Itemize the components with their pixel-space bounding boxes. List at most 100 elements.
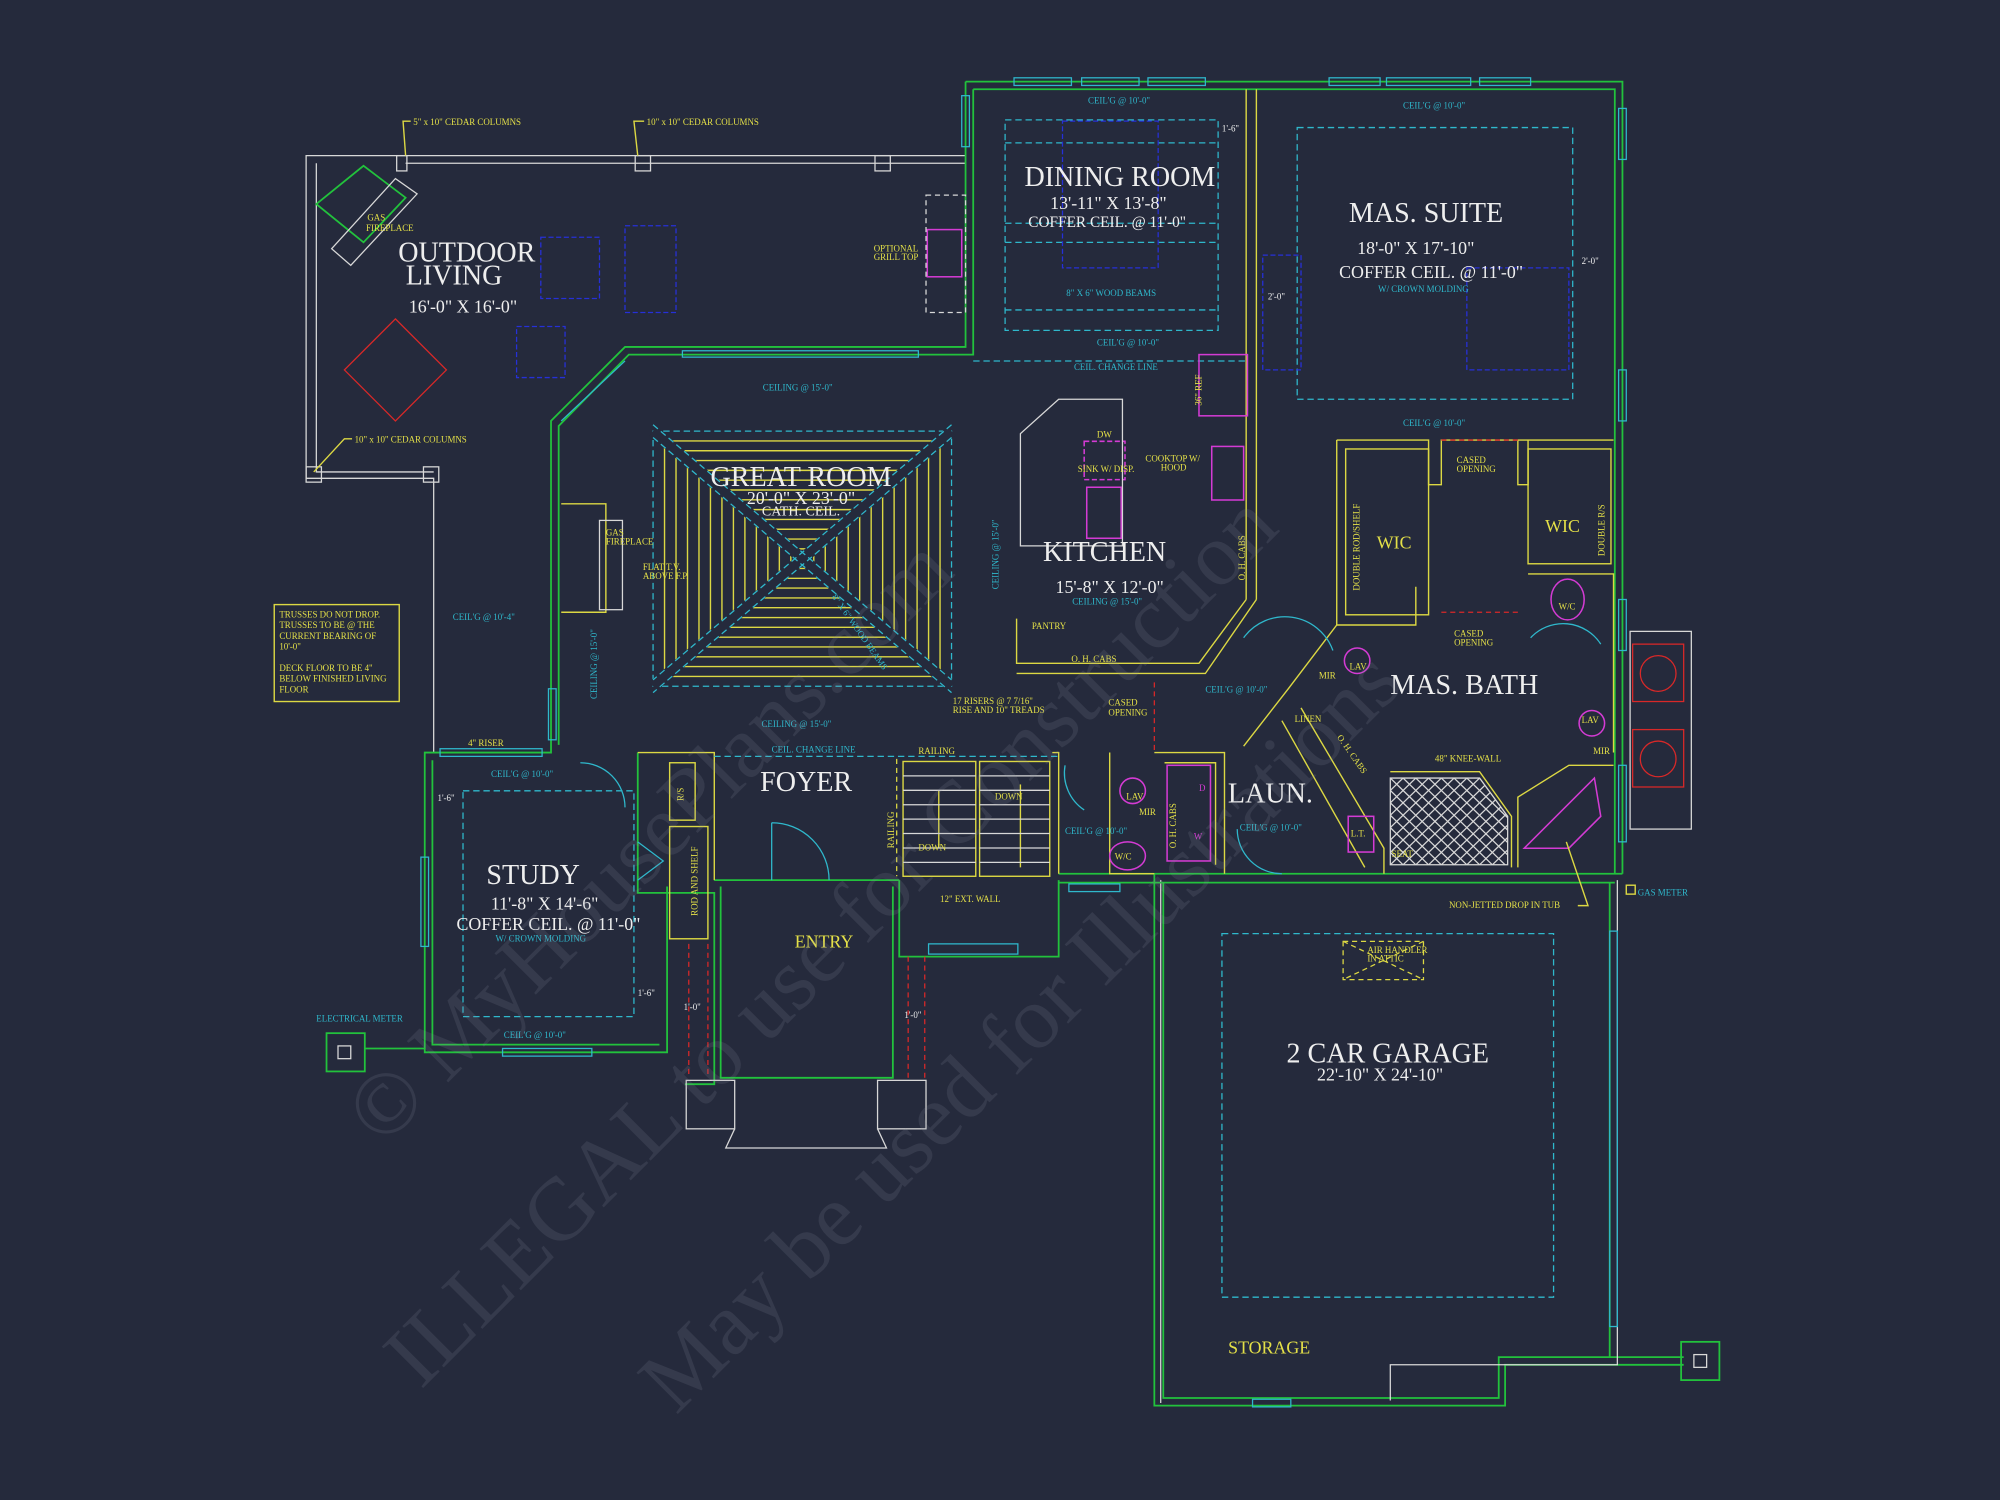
- room-ceiling: CEILING @ 15'-0": [1072, 597, 1142, 607]
- trusses-note: TRUSSES DO NOT DROP.TRUSSES TO BE @ THEC…: [279, 609, 387, 694]
- note: MIR: [1593, 746, 1610, 756]
- tile-line: [1453, 778, 1508, 865]
- trusses-note-line: TRUSSES DO NOT DROP.: [279, 609, 380, 619]
- dimension: 2'-0": [1582, 256, 1599, 266]
- note: DW: [1097, 430, 1112, 440]
- note: W/C: [1559, 602, 1576, 612]
- dimension: 1'-6": [438, 793, 455, 803]
- note: CEILING @ 15'-0": [991, 519, 1001, 589]
- gas-meter-label: GAS METER: [1638, 887, 1688, 897]
- trusses-note-line: TRUSSES TO BE @ THE: [279, 620, 374, 630]
- tile-line: [1390, 778, 1430, 865]
- note: W: [1194, 831, 1203, 841]
- note: CASED: [1454, 628, 1484, 638]
- note: IN ATTIC: [1367, 954, 1403, 964]
- tile-line: [1479, 778, 1508, 865]
- note: FIREPLACE: [366, 223, 414, 233]
- tile-line: [1390, 778, 1417, 865]
- tile-line: [1390, 778, 1455, 865]
- room-name-wic: WIC: [1545, 516, 1580, 536]
- note: COOKTOP W/: [1145, 454, 1200, 464]
- note: CEIL. CHANGE LINE: [1074, 362, 1158, 372]
- note: RAILING: [886, 811, 896, 848]
- note: 4" RISER: [468, 738, 504, 748]
- note: CEIL. CHANGE LINE: [772, 745, 856, 755]
- room-name-entry: ENTRY: [795, 932, 854, 952]
- note: CEIL'G @ 10'-0": [1088, 95, 1150, 105]
- note: SEAT: [1392, 849, 1414, 859]
- diagonal-beam: [649, 426, 956, 691]
- note: DOWN: [918, 843, 946, 853]
- note: L.T.: [1351, 829, 1366, 839]
- room-note: W/ CROWN MOLDING: [1378, 284, 1469, 294]
- note: 17 RISERS @ 7 7/16": [953, 696, 1033, 706]
- trusses-note-line: 10'-0": [279, 641, 301, 651]
- tile-line: [1402, 778, 1493, 865]
- note: ABOVE F.P.: [643, 571, 689, 581]
- note: LAV: [1582, 715, 1600, 725]
- note: 36" REF: [1194, 374, 1204, 405]
- note: ROD AND SHELF: [690, 846, 700, 915]
- note: R/S: [676, 788, 686, 801]
- room-ceiling: COFFER CEIL. @ 11'-0": [457, 914, 641, 934]
- note: CEIL'G @ 10'-0": [1097, 338, 1159, 348]
- fixtures: [314, 120, 1692, 1149]
- tile-line: [1466, 778, 1508, 865]
- note: GAS: [606, 528, 624, 538]
- room-dims: 15'-8" X 12'-0": [1056, 577, 1164, 597]
- note: CEILING @ 15'-0": [763, 382, 833, 392]
- note: MIR: [1139, 807, 1156, 817]
- note: DOWN: [995, 792, 1023, 802]
- room-dims: 13'-11" X 13'-8": [1050, 193, 1166, 213]
- note: O. H. CABS: [1071, 654, 1116, 664]
- note: OPENING: [1457, 464, 1497, 474]
- note: DOUBLE ROD/SHELF: [1352, 504, 1362, 591]
- note: O. H. CABS: [1168, 803, 1178, 848]
- note: GAS: [367, 213, 385, 223]
- note: RAILING: [918, 746, 955, 756]
- note: OPENING: [1454, 637, 1494, 647]
- note: 8" X 6" WOOD BEAMS: [1066, 288, 1156, 298]
- note: LINEN: [1295, 714, 1322, 724]
- room-dims: 16'-0" X 16'-0": [409, 297, 517, 317]
- trusses-note-line: CURRENT BEARING OF: [279, 631, 376, 641]
- note: CASED: [1108, 697, 1138, 707]
- diagonal-beam-edge: [652, 437, 952, 694]
- windows: [420, 77, 1627, 1408]
- room-name-dining: DINING ROOM: [1024, 162, 1215, 193]
- tile-line: [1390, 778, 1417, 865]
- tile-line: [1440, 778, 1508, 865]
- room-name-foyer: FOYER: [760, 767, 852, 798]
- room-dims: 22'-10" X 24'-10": [1317, 1064, 1443, 1084]
- room-ceiling: COFFER CEIL. @ 11'-0": [1339, 262, 1523, 282]
- note: 48" KNEE-WALL: [1435, 753, 1501, 763]
- tile-line: [1390, 778, 1481, 865]
- room-name-study: STUDY: [486, 860, 579, 891]
- dimension: 2'-0": [1268, 292, 1285, 302]
- note: CEIL'G @ 10'-0": [1403, 100, 1465, 110]
- note: 12" EXT. WALL: [940, 894, 1000, 904]
- room-name-mas-bath: MAS. BATH: [1390, 670, 1538, 701]
- stairs: [896, 758, 1051, 877]
- room-name-kitchen: KITCHEN: [1043, 537, 1166, 568]
- note: GRILL TOP: [874, 252, 919, 262]
- room-dims: 18'-0" X 17'-10": [1357, 238, 1474, 258]
- exterior-walls: [305, 80, 1721, 1407]
- note: AIR HANDLER: [1367, 945, 1427, 955]
- note: CEIL'G @ 10'-0": [491, 769, 553, 779]
- room-name-garage: 2 CAR GARAGE: [1286, 1039, 1489, 1070]
- note: NON-JETTED DROP IN TUB: [1449, 900, 1560, 910]
- note: W/C: [1115, 852, 1132, 862]
- note: OPTIONAL: [874, 243, 919, 253]
- tile-line: [1390, 778, 1442, 865]
- room-ceiling: CATH. CEIL.: [762, 503, 840, 519]
- room-name-mas-suite: MAS. SUITE: [1349, 198, 1503, 229]
- tile-line: [1466, 778, 1508, 865]
- note: PANTRY: [1032, 621, 1067, 631]
- room-dims: 11'-8" X 14'-6": [491, 893, 599, 913]
- note: 10" x 10" CEDAR COLUMNS: [355, 435, 467, 445]
- room-ceiling: COFFER CEIL. @ 11'-0": [1028, 214, 1186, 231]
- note: CEILING @ 15'-0": [761, 719, 831, 729]
- note: CASED: [1457, 455, 1487, 465]
- tile-line: [1390, 778, 1430, 865]
